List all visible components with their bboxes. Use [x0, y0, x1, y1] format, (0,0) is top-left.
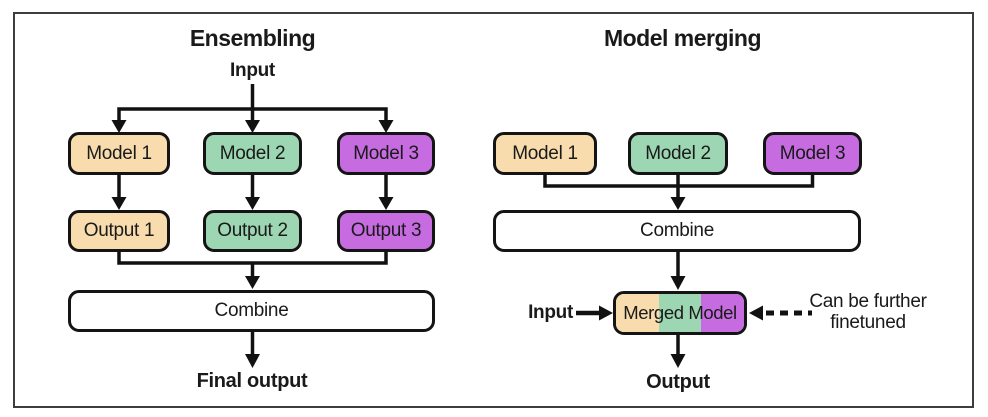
merging-model-2-box: Model 2 — [628, 132, 728, 175]
finetune-annotation: Can be further finetuned — [797, 291, 939, 333]
ensembling-combine-box: Combine — [68, 290, 435, 332]
combine-label: Combine — [214, 300, 289, 321]
merging-output-label: Output — [646, 371, 710, 393]
merged-model-label: Merged Model — [623, 302, 737, 323]
ensembling-input-label: Input — [230, 60, 275, 81]
final-output-label: Final output — [196, 370, 308, 392]
ensembling-model-2-box: Model 2 — [203, 132, 302, 175]
merged-segment-model2 — [658, 294, 702, 332]
model-1-label: Model 1 — [86, 142, 152, 164]
ensembling-title: Ensembling — [189, 25, 316, 51]
merging-input-label: Input — [528, 302, 573, 323]
model-3-label: Model 3 — [779, 142, 846, 164]
figure-border — [13, 12, 974, 408]
ensembling-model-3-box: Model 3 — [337, 132, 435, 175]
merged-model-color-segments — [616, 294, 744, 332]
merged-segment-model3 — [701, 294, 744, 332]
merging-combine-box: Combine — [493, 210, 861, 252]
ensembling-output-2-box: Output 2 — [203, 210, 302, 252]
merging-model-3-box: Model 3 — [763, 132, 862, 175]
finetune-annotation-line1: Can be further — [809, 291, 927, 312]
model-2-label: Model 2 — [645, 142, 711, 164]
ensembling-model-1-box: Model 1 — [68, 132, 170, 175]
output-1-label: Output 1 — [83, 220, 155, 241]
output-2-label: Output 2 — [217, 220, 288, 241]
model-1-label: Model 1 — [512, 142, 578, 164]
merged-model-box: Merged Model — [613, 291, 747, 335]
merged-segment-model1 — [616, 294, 659, 332]
model-merging-title: Model merging — [603, 25, 762, 51]
combine-label: Combine — [640, 220, 714, 241]
ensembling-output-3-box: Output 3 — [337, 210, 435, 252]
model-2-label: Model 2 — [219, 142, 286, 164]
finetune-annotation-line2: finetuned — [830, 312, 906, 333]
output-3-label: Output 3 — [350, 220, 422, 241]
merging-model-1-box: Model 1 — [493, 132, 597, 175]
ensembling-output-1-box: Output 1 — [68, 210, 170, 252]
model-3-label: Model 3 — [353, 142, 419, 164]
